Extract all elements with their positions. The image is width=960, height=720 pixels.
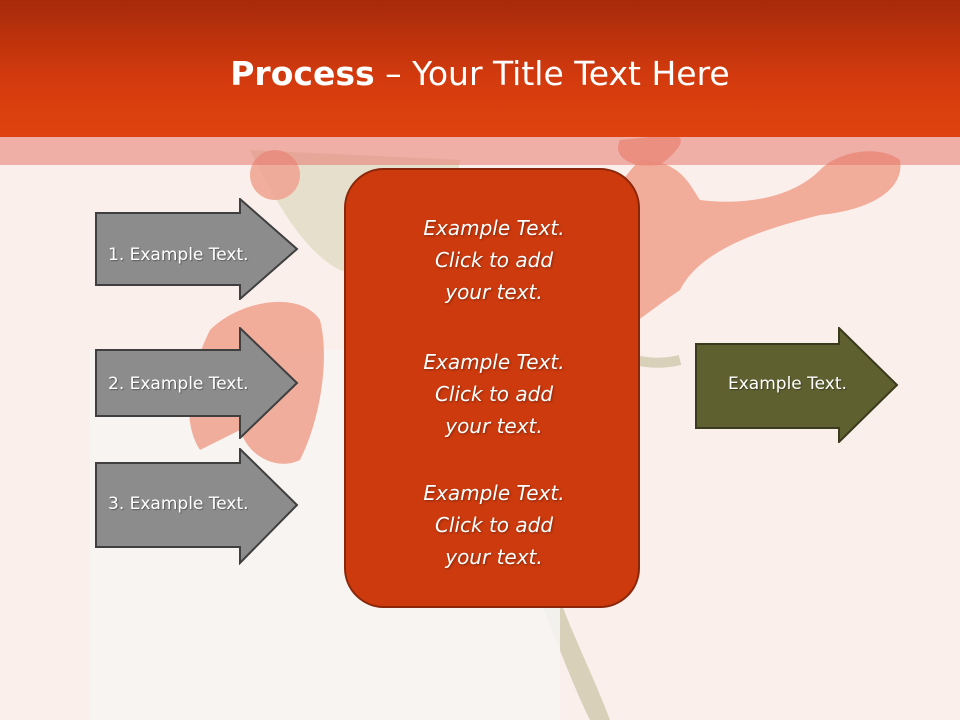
title-bar xyxy=(0,0,960,137)
title-dash: – xyxy=(374,54,413,93)
block-line: Example Text. xyxy=(423,216,565,240)
arrow-right-shape xyxy=(95,448,299,565)
block-line: Example Text. xyxy=(423,481,565,505)
step-arrow-1[interactable]: 1. Example Text. xyxy=(95,198,299,300)
block-line: Click to add xyxy=(434,382,554,406)
step-arrow-2[interactable]: 2. Example Text. xyxy=(95,327,299,439)
block-line: your text. xyxy=(445,280,543,304)
arrow-right-shape xyxy=(95,327,299,439)
center-text-block-2: Example Text. Click to add your text. xyxy=(346,346,642,442)
title-underline-band xyxy=(0,137,960,165)
center-process-box[interactable]: Example Text. Click to add your text. Ex… xyxy=(344,168,640,608)
center-text-block-3: Example Text. Click to add your text. xyxy=(346,477,642,573)
step-arrow-3[interactable]: 3. Example Text. xyxy=(95,448,299,565)
arrow-right-shape xyxy=(95,198,299,300)
step-arrow-2-label: 2. Example Text. xyxy=(108,374,249,394)
block-line: your text. xyxy=(445,414,543,438)
block-line: your text. xyxy=(445,545,543,569)
block-line: Example Text. xyxy=(423,350,565,374)
output-arrow-label: Example Text. xyxy=(728,374,847,394)
output-arrow[interactable]: Example Text. xyxy=(695,327,899,443)
title-text: Your Title Text Here xyxy=(412,54,730,93)
block-line: Click to add xyxy=(434,248,554,272)
block-line: Click to add xyxy=(434,513,554,537)
center-text-block-1: Example Text. Click to add your text. xyxy=(346,212,642,308)
title-bold: Process xyxy=(230,54,375,93)
step-arrow-3-label: 3. Example Text. xyxy=(108,494,249,514)
slide-title: Process – Your Title Text Here xyxy=(0,52,960,96)
arrow-right-shape xyxy=(695,327,899,443)
step-arrow-1-label: 1. Example Text. xyxy=(108,245,249,265)
